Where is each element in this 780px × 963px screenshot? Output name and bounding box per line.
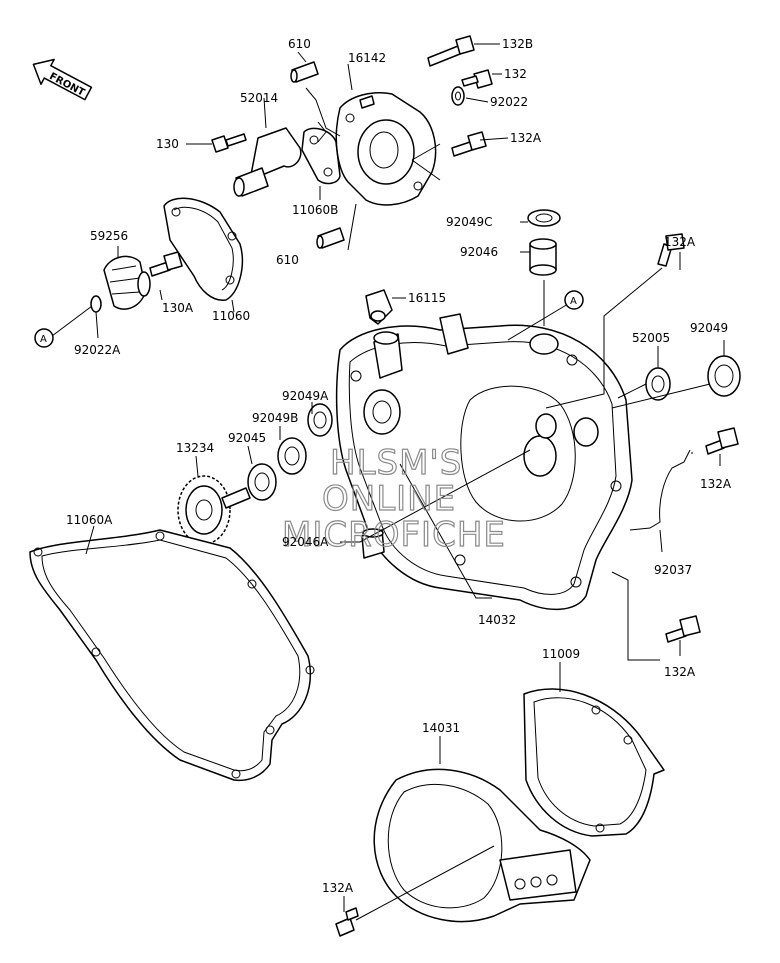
label-14031: 14031 — [422, 721, 460, 735]
bolt-132a-bottom — [335, 907, 359, 937]
impeller-59256 — [103, 255, 151, 310]
label-92037: 92037 — [654, 563, 692, 577]
label-92022: 92022 — [490, 95, 528, 109]
label-610-top: 610 — [288, 37, 311, 51]
seal-92049 — [707, 355, 741, 397]
leader-lines — [51, 43, 725, 921]
clutch-outer-cover-14031 — [373, 768, 591, 923]
label-92049: 92049 — [690, 321, 728, 335]
gasket-11060b — [301, 127, 341, 185]
label-130a: 130A — [162, 301, 194, 315]
bearing-52005 — [645, 367, 671, 401]
label-52014: 52014 — [240, 91, 278, 105]
label-132a-bottom: 132A — [322, 881, 354, 895]
label-92049a: 92049A — [282, 389, 329, 403]
gasket-11060 — [163, 197, 244, 301]
label-11060b: 11060B — [292, 203, 338, 217]
label-132a-right-3: 132A — [664, 665, 696, 679]
washer-92022a — [90, 295, 102, 313]
washer-92022 — [451, 86, 465, 106]
pipe-52014 — [233, 127, 302, 197]
ref-marker-a-left-text: A — [40, 334, 47, 345]
pump-cover-16142 — [335, 92, 437, 206]
label-16142: 16142 — [348, 51, 386, 65]
gasket-11009 — [523, 688, 665, 837]
bolt-132a-top — [451, 131, 487, 157]
watermark-line-1: HLSM'S — [330, 443, 462, 483]
part-labels: 610 16142 132B 132 52014 92022 130 132A … — [66, 37, 732, 895]
label-11060a: 11060A — [66, 513, 113, 527]
watermark: HLSM'S ONLINE MICROFICHE — [281, 442, 506, 555]
label-132b: 132B — [502, 37, 533, 51]
label-11009: 11009 — [542, 647, 580, 661]
label-132a-right-1: 132A — [664, 235, 696, 249]
bearing-92045 — [247, 463, 277, 501]
bolt-132a-right-1 — [657, 233, 685, 267]
label-132a-right-2: 132A — [700, 477, 732, 491]
label-130: 130 — [156, 137, 179, 151]
clutch-cover-14032 — [335, 313, 633, 611]
gasket-11060a — [29, 529, 315, 782]
label-92046a: 92046A — [282, 535, 329, 549]
label-59256: 59256 — [90, 229, 128, 243]
bolt-130 — [211, 133, 247, 153]
bolt-132a-right-2 — [705, 427, 739, 455]
watermark-line-3: MICROFICHE — [282, 515, 506, 555]
label-92049c: 92049C — [446, 215, 493, 229]
bushing-92046a — [361, 528, 385, 559]
bolt-132b — [427, 35, 475, 67]
label-16115: 16115 — [408, 291, 446, 305]
label-92045: 92045 — [228, 431, 266, 445]
label-52005: 52005 — [632, 331, 670, 345]
seal-92049a — [307, 403, 333, 437]
seal-92049c — [527, 209, 561, 227]
bolt-130a — [149, 251, 183, 277]
label-92046: 92046 — [460, 245, 498, 259]
label-14032: 14032 — [478, 613, 516, 627]
watermark-line-2: ONLINE — [322, 479, 456, 519]
bolt-132 — [461, 69, 493, 89]
bearing-92049b — [277, 437, 307, 475]
label-92049b: 92049B — [252, 411, 298, 425]
bushing-92046 — [529, 238, 557, 276]
ref-marker-a-right-text: A — [570, 296, 577, 307]
spring-92037 — [629, 449, 691, 531]
bolt-132a-right-3 — [665, 615, 701, 643]
dowel-pin-610-top — [290, 61, 319, 83]
dowel-pin-610-bottom — [316, 227, 345, 249]
gear-13234 — [177, 475, 251, 545]
label-11060: 11060 — [212, 309, 250, 323]
label-132a-top: 132A — [510, 131, 542, 145]
label-132: 132 — [504, 67, 527, 81]
ref-marker-a-left: A — [34, 328, 54, 348]
ref-marker-a-right: A — [564, 290, 584, 310]
label-13234: 13234 — [176, 441, 214, 455]
front-arrow-icon: FRONT — [32, 58, 93, 101]
fitting-16115 — [365, 289, 393, 325]
label-610-bottom: 610 — [276, 253, 299, 267]
label-92022a: 92022A — [74, 343, 121, 357]
